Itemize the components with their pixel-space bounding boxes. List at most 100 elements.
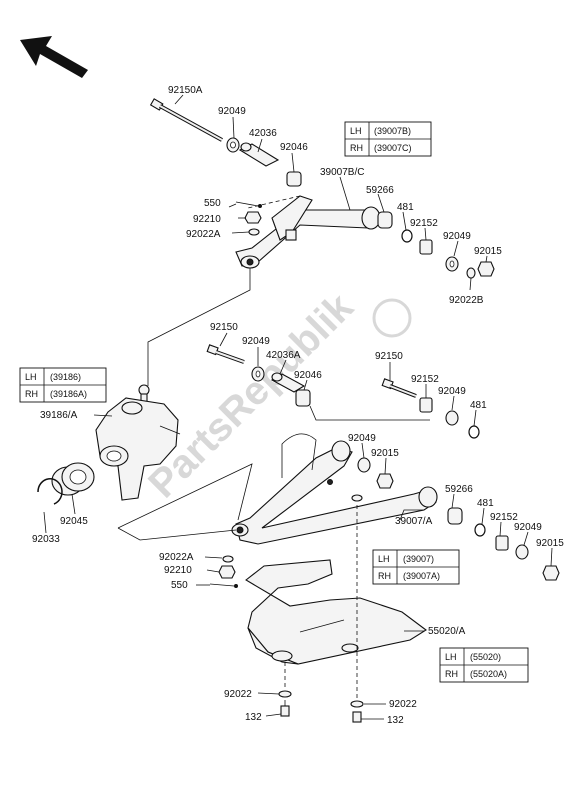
seal-481-upper <box>401 229 413 243</box>
bolt-92150-lower-left <box>206 344 245 364</box>
label-39186a: 39186/A <box>40 410 78 421</box>
label-92152-upper: 92152 <box>410 218 438 229</box>
table-cell-rh-value: (39007A) <box>403 571 440 581</box>
collar-42036a <box>270 372 306 393</box>
watermark: PartsRepublik <box>140 285 412 506</box>
lower-arm-39007a <box>231 433 438 545</box>
label-92046-upper: 92046 <box>280 142 308 153</box>
lh-rh-table-upper-arm: LH (39007B) RH (39007C) <box>344 121 432 157</box>
direction-arrow-icon <box>20 36 88 78</box>
washer-92049-upper <box>226 137 240 153</box>
knuckle-39186a <box>95 384 181 501</box>
label-92150a: 92150A <box>168 85 203 96</box>
washer-92049-lower-far <box>515 544 529 560</box>
label-92015-lower-mid: 92015 <box>371 448 399 459</box>
part-labels: 92150A 92049 42036 92046 39007B/C 550 92… <box>32 85 564 726</box>
label-132-left: 132 <box>245 712 262 723</box>
cotter-pin-550-lower <box>209 583 238 588</box>
label-92033: 92033 <box>32 534 60 545</box>
label-92210-upper: 92210 <box>193 214 221 225</box>
collar-42036 <box>238 142 280 167</box>
nut-92210-lower <box>218 565 236 579</box>
label-92210-lower: 92210 <box>164 565 192 576</box>
table-cell-lh: LH <box>25 372 37 382</box>
nut-92210-upper <box>244 211 262 224</box>
lh-rh-table-knuckle: LH (39186) RH (39186A) <box>19 367 107 403</box>
label-42036a: 42036A <box>266 350 301 361</box>
table-cell-rh-value: (39007C) <box>374 143 412 153</box>
table-cell-lh-value: (39186) <box>50 372 81 382</box>
label-92015-lower-far: 92015 <box>536 538 564 549</box>
table-cell-lh: LH <box>378 554 390 564</box>
lower-arm-assembly <box>206 344 560 588</box>
washer-92049-lower-right <box>445 410 459 426</box>
label-92045: 92045 <box>60 516 88 527</box>
table-cell-rh-value: (55020A) <box>470 669 507 679</box>
label-92150-lower-right: 92150 <box>375 351 403 362</box>
upper-arm-assembly <box>149 98 495 279</box>
label-59266-lower: 59266 <box>445 484 473 495</box>
label-550-upper: 550 <box>204 198 221 209</box>
label-92022-right: 92022 <box>389 699 417 710</box>
label-481-lower: 481 <box>477 498 494 509</box>
washer-92022a-lower <box>222 555 234 563</box>
label-92046-lower: 92046 <box>294 370 322 381</box>
washer-92022b <box>466 267 476 279</box>
washer-92049-lower-mid <box>357 457 371 473</box>
lh-rh-table-lower-arm: LH (39007) RH (39007A) <box>372 549 460 585</box>
bolt-132-right <box>352 711 362 723</box>
collar-92152-lower <box>495 535 509 551</box>
lh-rh-table-guard: LH (55020) RH (55020A) <box>439 647 529 683</box>
nut-92015-lower-far <box>542 565 560 581</box>
washer-92022-left <box>278 690 292 698</box>
table-cell-lh-value: (39007B) <box>374 126 411 136</box>
washer-92049-lower-left <box>251 366 265 382</box>
label-132-right: 132 <box>387 715 404 726</box>
knuckle-assembly <box>37 384 181 505</box>
label-481-lower-right: 481 <box>470 400 487 411</box>
label-55020a: 55020/A <box>428 626 466 637</box>
bushing-59266-lower <box>447 507 463 525</box>
label-92015-upper: 92015 <box>474 246 502 257</box>
nut-92015-lower-mid <box>376 473 394 489</box>
guard-55020a <box>245 559 427 665</box>
watermark-gear-icon <box>372 298 412 338</box>
label-59266-upper: 59266 <box>366 185 394 196</box>
bearing-92045 <box>51 462 95 496</box>
label-92049-lower-right: 92049 <box>438 386 466 397</box>
table-cell-rh: RH <box>445 669 458 679</box>
table-cell-lh-value: (55020) <box>470 652 501 662</box>
label-92049-lower-left: 92049 <box>242 336 270 347</box>
label-550-lower: 550 <box>171 580 188 591</box>
leader-lines <box>43 94 553 720</box>
label-92022-left: 92022 <box>224 689 252 700</box>
washer-92022-right <box>350 700 364 708</box>
cotter-pin-550-upper <box>235 201 262 208</box>
collar-92152-lower-right <box>419 397 433 413</box>
label-92049-lower-mid: 92049 <box>348 433 376 444</box>
table-cell-lh: LH <box>350 126 362 136</box>
washer-92049-upper-right <box>445 256 459 272</box>
washer-92022a-upper <box>248 228 260 236</box>
label-92022a-upper: 92022A <box>186 229 221 240</box>
collar-92152-upper <box>419 239 433 255</box>
label-39007a: 39007/A <box>395 516 433 527</box>
bolt-92150-lower-right <box>381 378 417 398</box>
label-39007bc: 39007B/C <box>320 167 364 178</box>
table-cell-rh: RH <box>378 571 391 581</box>
bushing-92046-upper <box>286 171 302 187</box>
label-481-upper: 481 <box>397 202 414 213</box>
table-cell-rh: RH <box>25 389 38 399</box>
label-92150-lower-left: 92150 <box>210 322 238 333</box>
label-42036: 42036 <box>249 128 277 139</box>
seal-481-lower <box>474 523 486 537</box>
label-92049-upper: 92049 <box>218 106 246 117</box>
label-92022a-lower: 92022A <box>159 552 194 563</box>
label-92152-lower: 92152 <box>490 512 518 523</box>
bolt-92150a <box>149 98 223 142</box>
table-cell-rh: RH <box>350 143 363 153</box>
upper-arm-39007bc <box>235 195 381 269</box>
label-92022b: 92022B <box>449 295 484 306</box>
